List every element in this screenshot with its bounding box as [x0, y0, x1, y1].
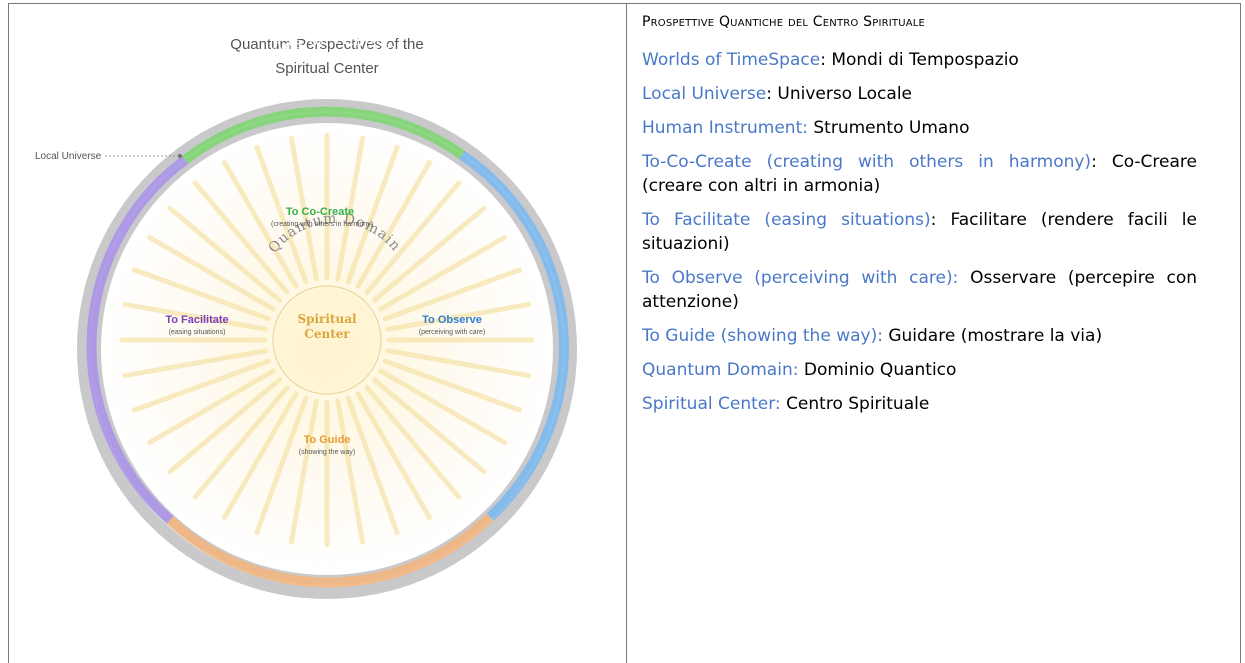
- guide-sublabel: (showing the way): [299, 449, 355, 456]
- light-ray: [355, 159, 432, 289]
- entry-separator: :: [930, 210, 951, 230]
- light-ray: [131, 358, 272, 413]
- entry-term: To Guide (showing the way):: [642, 326, 883, 346]
- light-ray: [355, 391, 432, 521]
- entry-term: Spiritual Center:: [642, 394, 781, 414]
- quantum-perspectives-diagram: Quantum Perspectives of the Spiritual Ce…: [10, 5, 624, 655]
- table-border-left: [8, 3, 9, 663]
- observe-arc-blue: [459, 150, 569, 521]
- entry-separator: :: [820, 50, 832, 70]
- light-ray: [122, 348, 269, 379]
- entry-term: Human Instrument:: [642, 118, 808, 138]
- facilitate-sublabel: (easing situations): [169, 329, 226, 336]
- light-ray: [167, 377, 283, 475]
- entry-translation: Co-Creare (creare con altri in armonia): [642, 152, 1197, 196]
- spiritual-center-glow: [275, 288, 379, 392]
- entry-term: Local Universe: [642, 84, 767, 104]
- diagram-title-line1: Quantum Perspectives of the: [230, 36, 423, 53]
- glossary-entry: Human Instrument: Strumento Umano: [642, 116, 1197, 140]
- light-ray: [378, 368, 508, 445]
- diagram-title-line2: Spiritual Center: [275, 60, 378, 77]
- co-create-sublabel: (creating with others in harmony): [271, 221, 373, 228]
- light-ray: [222, 159, 299, 289]
- table-border-top: [8, 3, 1241, 4]
- light-ray: [335, 398, 366, 545]
- light-ray: [131, 267, 272, 322]
- entry-translation: Facilitare (rendere facili le situazioni…: [642, 210, 1197, 254]
- light-ray: [378, 235, 508, 312]
- glossary-panel: Prospettive Quantiche del Centro Spiritu…: [642, 12, 1197, 426]
- glossary-entry: Worlds of TimeSpace: Mondi di Tempospazi…: [642, 48, 1197, 72]
- guide-arc-orange: [166, 513, 494, 588]
- light-ray: [254, 395, 309, 536]
- entry-term: Worlds of TimeSpace: [642, 50, 821, 70]
- light-ray: [146, 368, 276, 445]
- entry-separator: :: [1091, 152, 1112, 172]
- entry-separator: :: [766, 84, 778, 104]
- light-ray: [345, 144, 400, 285]
- light-ray: [382, 267, 523, 322]
- glossary-entries: Worlds of TimeSpace: Mondi di Tempospazi…: [642, 48, 1197, 416]
- facilitate-label: To Facilitate: [165, 314, 228, 326]
- table-border-right: [1240, 3, 1241, 663]
- light-ray: [371, 377, 487, 475]
- light-ray: [385, 348, 532, 379]
- light-ray: [192, 180, 290, 296]
- spiritual-center-line2: Center: [304, 327, 350, 341]
- glossary-entry: Spiritual Center: Centro Spirituale: [642, 392, 1197, 416]
- light-ray: [122, 301, 269, 332]
- entry-separator: [958, 268, 970, 288]
- glossary-heading: Prospettive Quantiche del Centro Spiritu…: [642, 14, 926, 30]
- entry-translation: Universo Locale: [777, 84, 913, 104]
- facilitate-arc-purple: [86, 155, 188, 524]
- entry-term: To-Co-Create (creating with others in ha…: [642, 152, 1092, 172]
- light-ray: [146, 235, 276, 312]
- glossary-entry: Local Universe: Universo Locale: [642, 82, 1197, 106]
- local-universe-marker: [177, 153, 183, 159]
- light-ray: [288, 135, 319, 282]
- light-ray: [288, 398, 319, 545]
- light-ray: [254, 144, 309, 285]
- guide-label: To Guide: [304, 434, 351, 446]
- light-ray: [335, 135, 366, 282]
- light-ray: [192, 384, 290, 500]
- glossary-entry: To Facilitate (easing situations): Facil…: [642, 208, 1197, 256]
- entry-translation: Guidare (mostrare la via): [888, 326, 1103, 346]
- glossary-entry: To Observe (perceiving with care): Osser…: [642, 266, 1197, 314]
- light-ray: [222, 391, 299, 521]
- spiritual-center-ring: [272, 285, 382, 395]
- worlds-arc-green: [181, 106, 465, 164]
- light-ray: [385, 301, 532, 332]
- glossary-entry: Quantum Domain: Dominio Quantico: [642, 358, 1197, 382]
- entry-translation: Dominio Quantico: [803, 360, 957, 380]
- local-universe-label: Local Universe: [35, 151, 102, 162]
- entry-term: Quantum Domain:: [642, 360, 799, 380]
- entry-translation: Mondi di Tempospazio: [831, 50, 1019, 70]
- observe-sublabel: (perceiving with care): [419, 329, 486, 336]
- light-ray: [382, 358, 523, 413]
- observe-label: To Observe: [422, 314, 482, 326]
- light-ray: [364, 180, 462, 296]
- entry-translation: Centro Spirituale: [786, 394, 930, 414]
- table-column-divider: [626, 3, 627, 663]
- glossary-entry: To-Co-Create (creating with others in ha…: [642, 150, 1197, 198]
- light-ray: [345, 395, 400, 536]
- entry-translation: Osservare (percepire con attenzione): [642, 268, 1197, 312]
- entry-translation: Strumento Umano: [813, 118, 970, 138]
- light-ray: [167, 205, 283, 303]
- spiritual-center-line1: Spiritual: [297, 312, 357, 326]
- co-create-label: To Co-Create: [286, 206, 354, 218]
- glossary-entry: To Guide (showing the way): Guidare (mos…: [642, 324, 1197, 348]
- light-ray: [371, 205, 487, 303]
- light-rays: [119, 132, 535, 548]
- entry-term: To Facilitate (easing situations): [642, 210, 931, 230]
- light-ray: [364, 384, 462, 500]
- entry-term: To Observe (perceiving with care):: [642, 268, 959, 288]
